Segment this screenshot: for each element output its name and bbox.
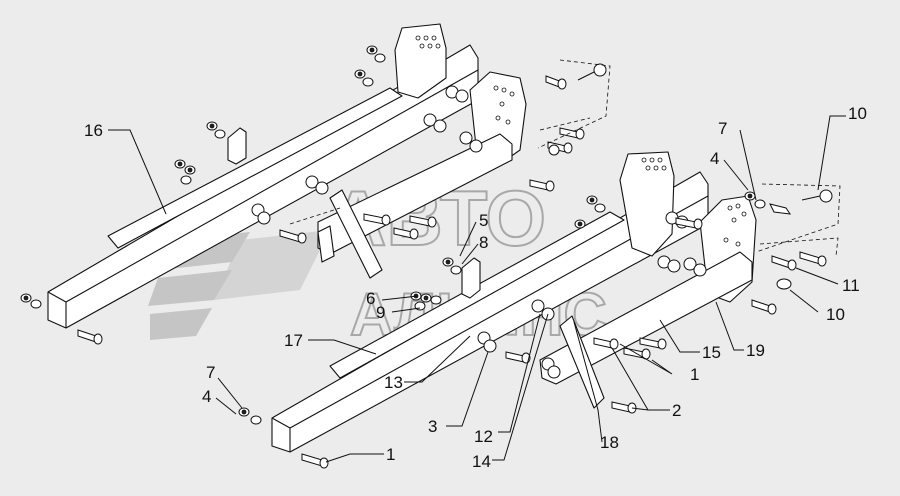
strap-plate xyxy=(329,189,383,279)
upper-left-assembly xyxy=(20,23,611,345)
callout-6: 6 xyxy=(366,289,375,308)
callout-9: 9 xyxy=(376,303,385,322)
fasteners-lower xyxy=(238,191,827,469)
plate-right-top xyxy=(619,151,675,257)
callout-4-left: 4 xyxy=(202,387,211,406)
pin-ring xyxy=(593,63,607,77)
strip-16 xyxy=(107,87,403,249)
cross-member-2 xyxy=(539,251,753,385)
strap-18 xyxy=(559,315,605,409)
callout-17: 17 xyxy=(284,331,303,350)
callout-7-left: 7 xyxy=(206,363,215,382)
callout-15: 15 xyxy=(702,343,721,362)
callout-7-top: 7 xyxy=(718,119,727,138)
callout-3: 3 xyxy=(428,417,437,436)
pin-ring-right xyxy=(819,189,833,203)
plate-top xyxy=(394,23,447,99)
lower-right-assembly xyxy=(238,151,841,469)
callout-5: 5 xyxy=(479,211,488,230)
callout-12: 12 xyxy=(474,427,493,446)
callout-1-bottom: 1 xyxy=(386,445,395,464)
cross-member-1 xyxy=(317,133,513,255)
callout-1-right: 1 xyxy=(690,365,699,384)
callout-11: 11 xyxy=(842,276,860,295)
callout-labels: 16 17 10 7 4 5 8 6 9 11 10 15 19 1 2 13 … xyxy=(84,104,867,471)
callout-14: 14 xyxy=(472,452,491,471)
strip-17 xyxy=(329,211,625,379)
leader-lines xyxy=(108,115,846,463)
callout-8: 8 xyxy=(479,233,488,252)
callout-2: 2 xyxy=(672,401,681,420)
callout-13: 13 xyxy=(384,373,403,392)
callout-10-top: 10 xyxy=(848,104,867,123)
callout-16: 16 xyxy=(84,121,103,140)
callout-18: 18 xyxy=(600,433,619,452)
callout-4-top: 4 xyxy=(710,149,719,168)
callout-19: 19 xyxy=(746,341,765,360)
callout-10-right: 10 xyxy=(826,305,845,324)
